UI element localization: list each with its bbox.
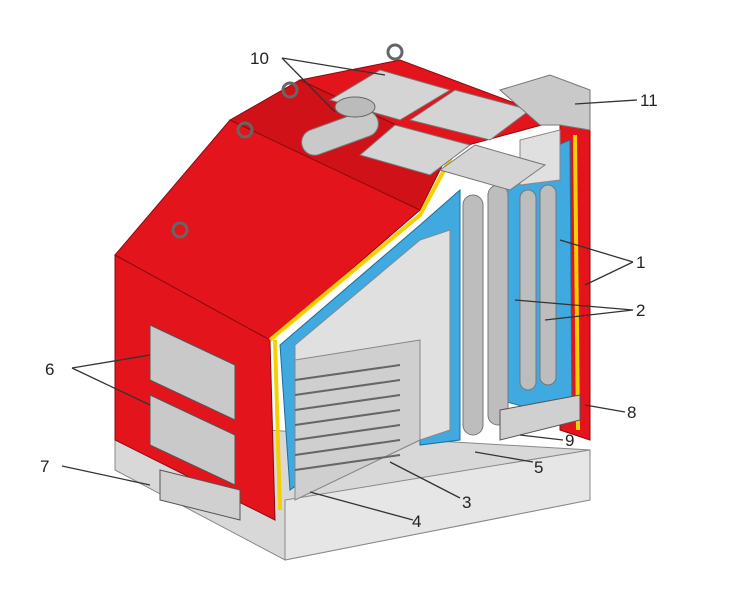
label-8: 8 bbox=[627, 403, 636, 422]
label-7: 7 bbox=[40, 457, 49, 476]
callout-labels: 1 2 3 4 5 6 7 8 9 10 11 bbox=[40, 49, 658, 531]
boiler-body bbox=[114, 43, 591, 561]
label-2: 2 bbox=[636, 301, 645, 320]
label-10: 10 bbox=[250, 49, 269, 68]
label-1: 1 bbox=[636, 253, 645, 272]
callout-lines bbox=[61, 57, 638, 521]
label-3: 3 bbox=[462, 493, 471, 512]
label-11: 11 bbox=[640, 91, 658, 110]
label-4: 4 bbox=[412, 512, 421, 531]
label-9: 9 bbox=[565, 431, 574, 450]
label-5: 5 bbox=[534, 458, 543, 477]
label-6: 6 bbox=[45, 360, 54, 379]
